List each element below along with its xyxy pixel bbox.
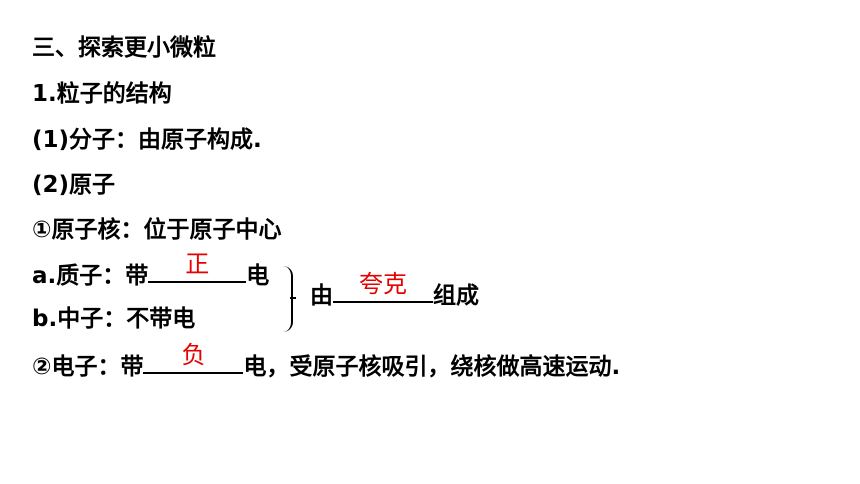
electron-answer: 负 [181,341,206,369]
composition-prefix: 由 [310,283,333,309]
composition-line: 由夸克组成 [310,270,479,311]
composition-answer: 夸克 [359,270,407,298]
composition-suffix: 组成 [433,283,479,309]
section-heading: 三、探索更小微粒 [32,35,216,61]
nucleus-line: ①原子核：位于原子中心 [32,217,282,243]
atom-line: (2)原子 [32,172,116,198]
neutron-line: b.中子：不带电 [32,306,196,332]
electron-prefix: ②电子：带 [32,354,144,380]
electron-line: ②电子：带 负 电，受原子核吸引，绕核做高速运动. [32,341,621,382]
electron-suffix: 电，受原子核吸引，绕核做高速运动. [243,354,621,380]
subsection-title: 1.粒子的结构 [32,81,172,107]
proton-answer: 正 [185,250,210,278]
molecule-line: (1)分子：由原子构成. [32,127,262,153]
proton-blank: 正 [148,250,247,283]
proton-line: a.质子：带 正 电 [32,250,270,291]
composition-blank: 夸克 [333,270,433,303]
right-brace-tip [290,297,296,299]
proton-suffix: 电 [246,263,270,289]
proton-prefix: a.质子：带 [32,263,149,289]
electron-blank: 负 [143,341,244,374]
right-brace [283,266,293,332]
